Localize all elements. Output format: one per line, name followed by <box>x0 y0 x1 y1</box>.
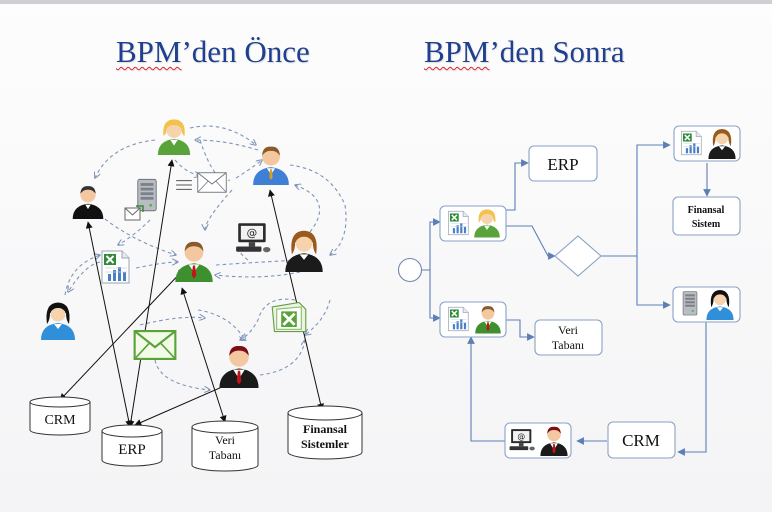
envelope-icon <box>133 330 177 360</box>
flow-link <box>506 225 556 260</box>
sistem-box-label: Sistem <box>692 219 721 230</box>
title-after-bpm: BPM’den Sonra <box>424 34 625 69</box>
erp-box-label: ERP <box>547 155 578 174</box>
dashed-link <box>135 262 178 269</box>
dashed-link <box>99 214 176 255</box>
tabani-label: Tabanı <box>209 448 242 462</box>
cylinder-crm: CRM <box>29 396 91 436</box>
solid-link <box>59 267 186 401</box>
person-icon <box>285 230 323 272</box>
dashed-link <box>215 260 300 266</box>
crm-box: CRM <box>607 421 676 459</box>
task-box-sheet-man <box>439 301 507 338</box>
flow-link <box>636 256 671 309</box>
dashed-link <box>95 139 156 178</box>
solid-link <box>180 287 227 423</box>
crm-box-label: CRM <box>622 431 660 450</box>
email-lines-icon <box>175 180 193 190</box>
finansal-sistem-box: Finansal Sistem <box>672 196 741 236</box>
dashed-link <box>189 125 256 145</box>
start-circle <box>397 257 423 283</box>
computer-icon <box>236 223 271 253</box>
dashed-link <box>68 261 101 292</box>
task-box-sheet-woman <box>439 205 507 242</box>
veri-label: Veri <box>215 433 236 447</box>
veri-box-label: Veri <box>558 323 579 337</box>
dashed-link <box>139 317 205 326</box>
title-before-bpm: BPM’den Önce <box>116 34 310 69</box>
flow-link <box>506 319 535 341</box>
flow-link <box>467 336 505 442</box>
left-panel: CRM ERP Veri Tabanı Finansal Sistemler <box>29 119 363 472</box>
top-strip <box>0 0 772 4</box>
veri-tabani-box: Veri Tabanı <box>534 319 603 356</box>
flow-link <box>429 270 441 322</box>
cylinder-finansal-sistemler: Finansal Sistemler <box>287 405 363 460</box>
decision-diamond <box>554 235 602 277</box>
dashed-link <box>305 299 331 335</box>
erp-label: ERP <box>118 442 146 458</box>
person-icon <box>253 146 289 185</box>
dashed-link <box>154 359 210 390</box>
flow-link <box>677 322 707 456</box>
dashed-link <box>259 340 305 376</box>
spreadsheet-icon <box>447 210 469 236</box>
excel-file-icon <box>270 301 308 333</box>
dashed-link <box>205 189 233 230</box>
sistemler-label: Sistemler <box>301 437 350 451</box>
dashed-link <box>235 160 262 179</box>
task-box-computer-man <box>504 422 572 459</box>
spreadsheet-icon <box>680 130 702 156</box>
dashed-link <box>195 140 259 151</box>
dashed-link <box>238 244 249 261</box>
spreadsheet-icon <box>447 306 469 332</box>
dashed-link <box>289 164 347 255</box>
flow-link <box>421 218 441 271</box>
right-panel: ERP Veri Tabanı Finansal Sistem CRM <box>397 125 741 459</box>
envelope-icon <box>124 205 144 221</box>
spreadsheet-icon <box>101 250 130 284</box>
person-icon <box>175 241 213 282</box>
task-box-sheet-woman-top <box>673 125 741 162</box>
finansal-label: Finansal <box>303 422 348 436</box>
dashed-link <box>118 219 151 245</box>
solid-link <box>268 189 324 411</box>
dashed-link <box>295 185 320 233</box>
flow-link <box>506 159 529 211</box>
erp-box: ERP <box>528 145 598 182</box>
envelope-icon <box>197 172 227 193</box>
crm-label: CRM <box>44 413 76 428</box>
person-icon <box>157 119 191 155</box>
tabani-box-label: Tabanı <box>552 338 585 352</box>
task-box-server-woman <box>672 286 741 323</box>
person-icon <box>219 345 259 388</box>
server-icon <box>682 291 698 316</box>
cylinder-erp: ERP <box>101 424 163 467</box>
computer-icon <box>509 429 535 451</box>
dashed-link <box>197 309 245 340</box>
finansal-box-label: Finansal <box>688 205 725 216</box>
dashed-link <box>174 159 200 176</box>
person-icon <box>41 302 75 340</box>
dashed-link <box>215 271 301 277</box>
person-icon <box>72 186 104 219</box>
cylinder-veri-tabani: Veri Tabanı <box>191 420 259 472</box>
flow-connectors <box>421 141 711 456</box>
flow-link <box>601 141 671 257</box>
